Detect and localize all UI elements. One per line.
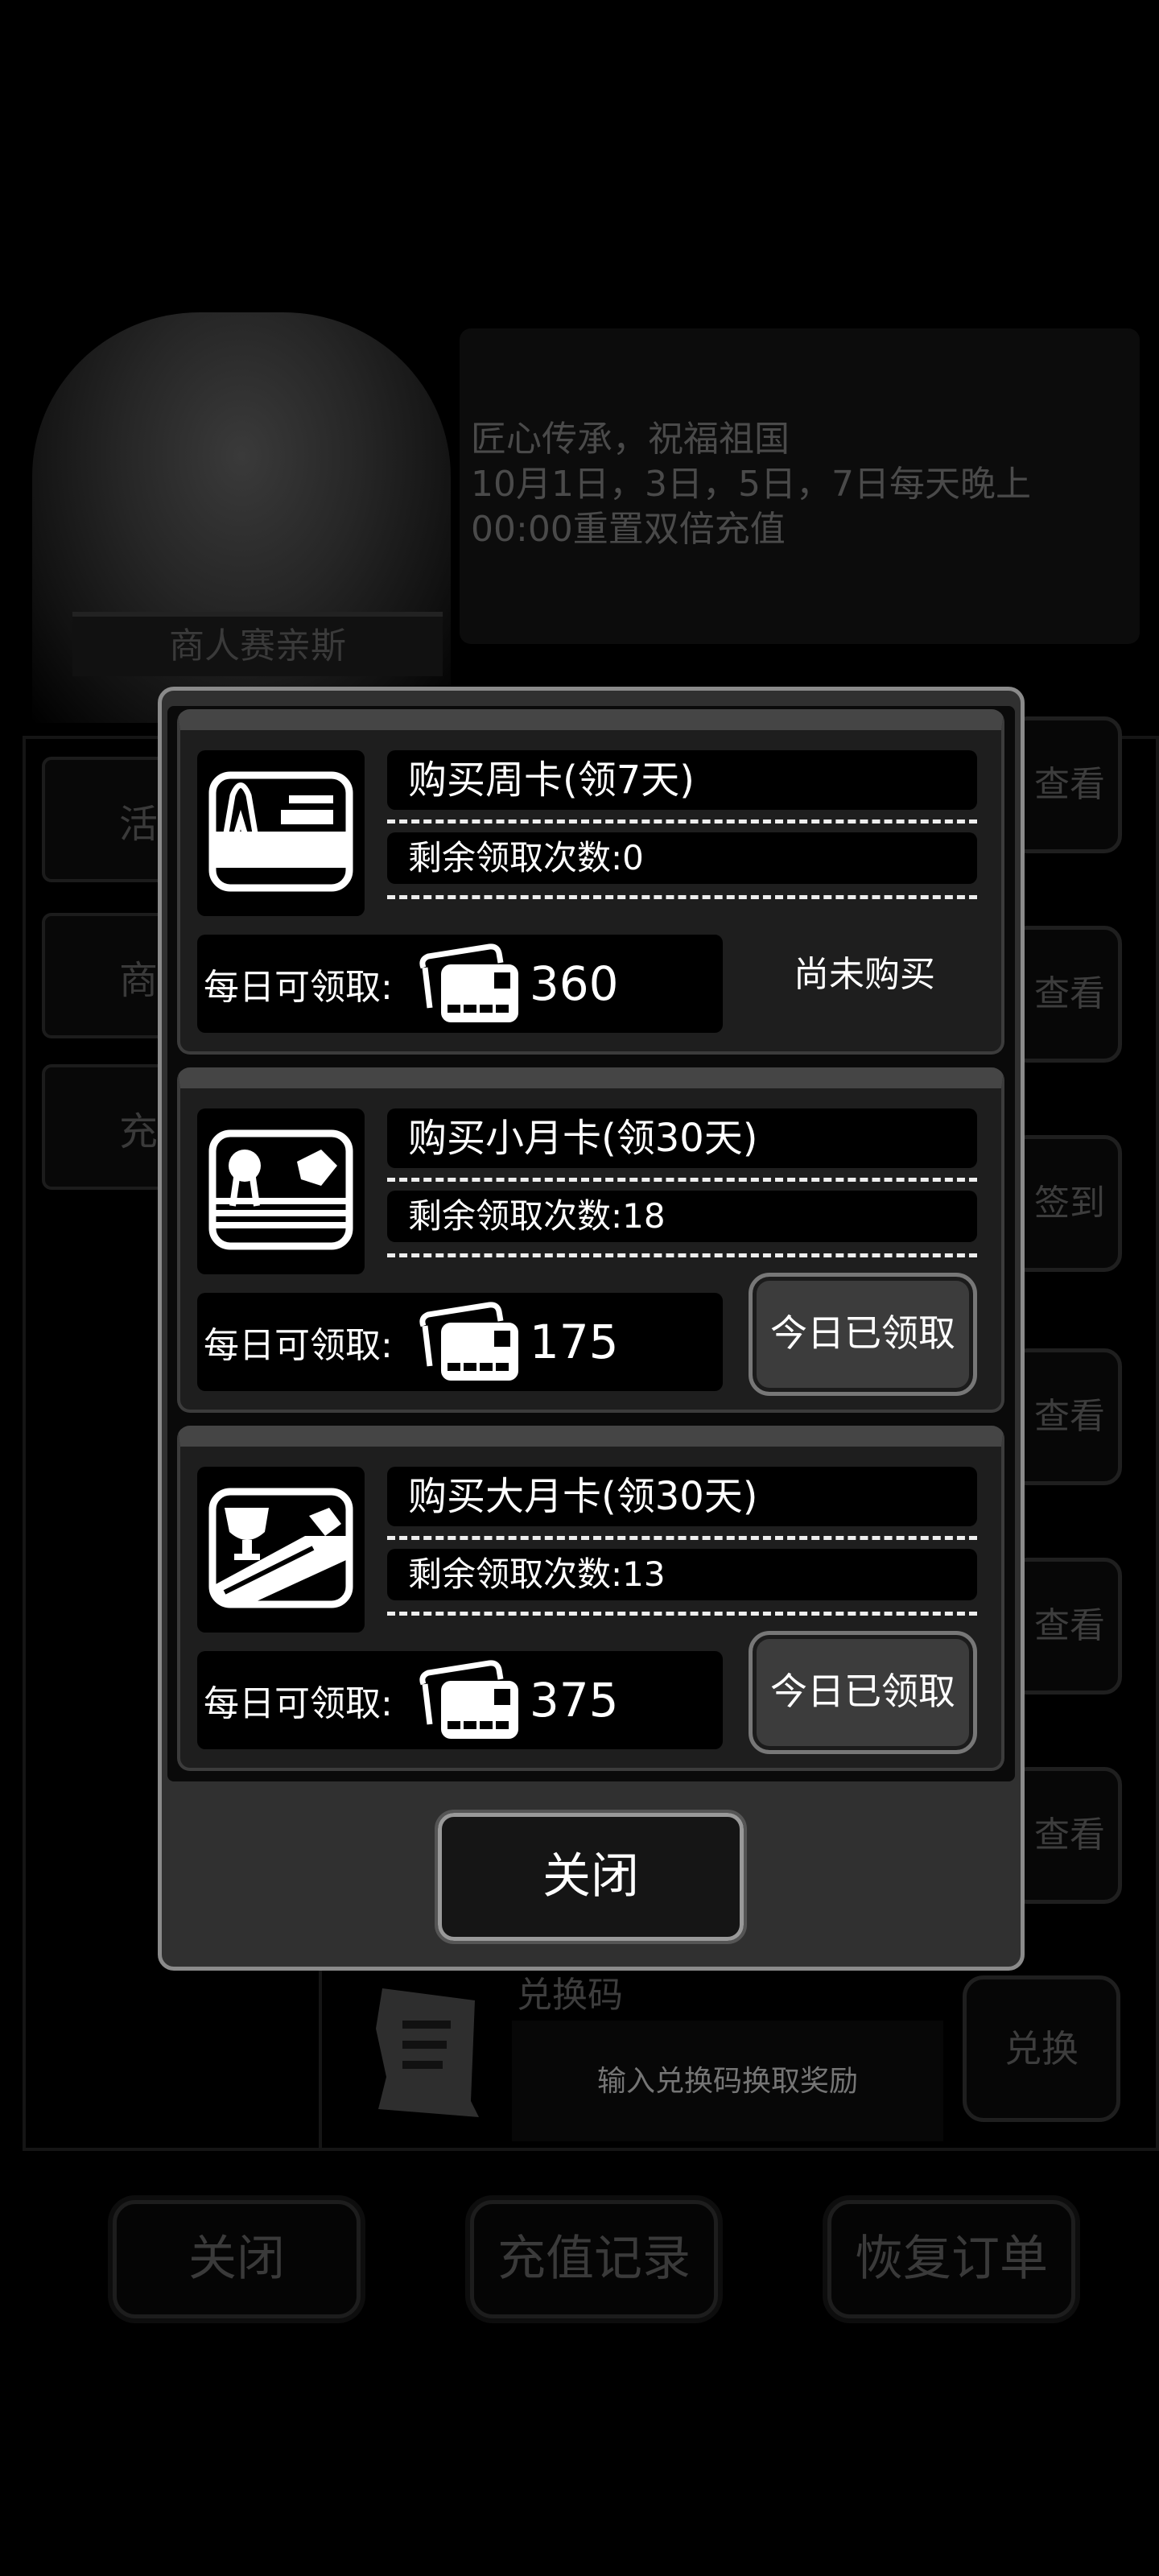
divider xyxy=(387,819,977,824)
card-item: 购买小月卡(领30天) 剩余领取次数:18 每日可领取: 175 今日已领取 xyxy=(177,1067,1004,1413)
redeem-button[interactable]: 兑换 xyxy=(963,1975,1120,2122)
divider xyxy=(387,1178,977,1182)
large-monthly-card-trophy-icon xyxy=(208,1488,353,1612)
view-button[interactable]: 查看 xyxy=(1009,1558,1122,1695)
weekly-card-ribbon-icon xyxy=(208,771,353,895)
buy-card-title[interactable]: 购买大月卡(领30天) xyxy=(387,1467,977,1526)
scroll-icon xyxy=(376,1988,479,2117)
daily-reward-amount: 360 xyxy=(529,956,619,1011)
daily-reward-label: 每日可领取: xyxy=(204,1325,393,1366)
close-shop-button[interactable]: 关闭 xyxy=(113,2200,361,2318)
modal-close-button[interactable]: 关闭 xyxy=(435,1810,747,1944)
card-item: 购买大月卡(领30天) 剩余领取次数:13 每日可领取: 375 今日已领取 xyxy=(177,1426,1004,1771)
announcement-line: 匠心传承，祝福祖国 xyxy=(471,419,790,460)
daily-reward-amount: 375 xyxy=(529,1673,619,1728)
buy-card-title[interactable]: 购买小月卡(领30天) xyxy=(387,1108,977,1168)
remaining-claims-text: 剩余领取次数:13 xyxy=(408,1554,666,1594)
view-button[interactable]: 查看 xyxy=(1009,926,1122,1063)
not-purchased-status: 尚未购买 xyxy=(794,954,935,995)
view-button[interactable]: 查看 xyxy=(1009,1348,1122,1485)
claimed-today-button[interactable]: 今日已领取 xyxy=(749,1273,977,1396)
card-title-text: 购买周卡(领7天) xyxy=(408,758,695,803)
view-button[interactable]: 查看 xyxy=(1009,1767,1122,1904)
sign-in-button[interactable]: 签到 xyxy=(1009,1135,1122,1272)
remaining-claims: 剩余领取次数:18 xyxy=(387,1191,977,1242)
card-item: 购买周卡(领7天) 剩余领取次数:0 每日可领取: 360 尚未购买 xyxy=(177,709,1004,1055)
npc-name: 商人赛亲斯 xyxy=(72,612,443,676)
divider xyxy=(387,895,977,899)
announcement-box: 匠心传承，祝福祖国 10月1日，3日，5日，7日每天晚上 00:00重置双倍充值 xyxy=(460,328,1140,644)
remaining-claims-text: 剩余领取次数:18 xyxy=(408,1196,666,1236)
recharge-history-button[interactable]: 充值记录 xyxy=(470,2200,718,2318)
remaining-claims-text: 剩余领取次数:0 xyxy=(408,838,644,877)
daily-reward: 每日可领取: 360 xyxy=(197,935,723,1033)
card-title-text: 购买大月卡(领30天) xyxy=(408,1474,758,1519)
claimed-today-button[interactable]: 今日已领取 xyxy=(749,1631,977,1754)
card-title-text: 购买小月卡(领30天) xyxy=(408,1116,758,1161)
divider xyxy=(387,1536,977,1540)
announcement-line: 00:00重置双倍充值 xyxy=(471,509,786,550)
redeem-code-input[interactable] xyxy=(512,2021,943,2141)
daily-reward-label: 每日可领取: xyxy=(204,967,393,1008)
ticket-icon xyxy=(419,1302,518,1381)
redeem-code-title: 兑换码 xyxy=(517,1975,623,2016)
buy-card-title[interactable]: 购买周卡(领7天) xyxy=(387,750,977,810)
remaining-claims: 剩余领取次数:0 xyxy=(387,832,977,884)
restore-orders-button[interactable]: 恢复订单 xyxy=(827,2200,1075,2318)
announcement-line: 10月1日，3日，5日，7日每天晚上 xyxy=(471,464,1031,505)
daily-reward-label: 每日可领取: xyxy=(204,1683,393,1724)
card-icon-box xyxy=(197,1467,365,1633)
small-monthly-card-medal-icon xyxy=(208,1129,353,1253)
card-icon-box xyxy=(197,750,365,916)
ticket-icon xyxy=(419,943,518,1022)
ticket-icon xyxy=(419,1660,518,1739)
remaining-claims: 剩余领取次数:13 xyxy=(387,1549,977,1600)
divider xyxy=(387,1253,977,1257)
daily-reward-amount: 175 xyxy=(529,1315,619,1369)
card-icon-box xyxy=(197,1108,365,1274)
daily-reward: 每日可领取: 175 xyxy=(197,1293,723,1391)
divider xyxy=(387,1612,977,1616)
view-button[interactable]: 查看 xyxy=(1009,716,1122,853)
daily-reward: 每日可领取: 375 xyxy=(197,1651,723,1749)
